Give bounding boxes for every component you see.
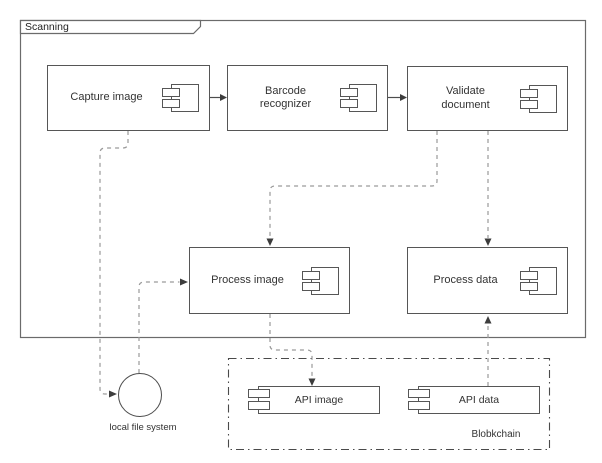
blobkchain-boundary-label: Blobkchain [471,429,521,440]
component-api-image-label: API image [294,394,344,406]
component-capture-image-label: Capture image [70,91,143,104]
component-tab [248,401,270,410]
scanning-frame-border [19,19,587,339]
arrowhead-processimage-to-apiimage [308,378,316,386]
component-tab [248,389,270,398]
component-icon [340,84,377,112]
component-process-data[interactable]: Process data [407,247,568,314]
component-barcode-recognizer[interactable]: Barcode recognizer [227,65,388,131]
component-validate-document-label: Validate document [441,85,490,111]
local-file-system-label: local file system [109,422,177,433]
arrowhead-barcode-to-validate [400,94,407,101]
blobkchain-boundary-border [227,357,551,451]
component-api-data[interactable]: API data [408,386,540,414]
arrowhead-capture-to-barcode [220,94,227,101]
arrowhead-filesystem-to-processimage [180,278,188,286]
component-tab [408,389,430,398]
scanning-frame-tab [19,19,202,35]
arrowhead-apidata-to-processdata [484,316,492,324]
connector-capture-to-filesystem [99,131,129,395]
component-icon [520,266,557,295]
component-process-image[interactable]: Process image [189,247,350,314]
component-api-data-label: API data [458,394,500,406]
component-icon [302,266,339,295]
connector-validate-to-processimage [269,131,438,238]
component-capture-image[interactable]: Capture image [47,65,210,131]
component-validate-document[interactable]: Validate document [407,66,568,131]
local-file-system-node[interactable] [118,373,162,417]
component-barcode-recognizer-label: Barcode recognizer [259,84,312,110]
component-process-image-label: Process image [211,273,284,286]
component-api-image[interactable]: API image [248,386,380,414]
component-icon [520,84,557,113]
component-process-data-label: Process data [433,273,498,286]
connector-filesystem-to-processimage [138,281,180,373]
frame-title: Scanning [25,21,69,33]
component-icon [162,84,199,112]
component-tab [408,401,430,410]
arrowhead-validate-to-processimage [266,238,274,246]
arrowhead-capture-to-filesystem [109,390,117,398]
connector-processimage-to-apiimage [269,314,313,378]
arrowhead-validate-to-processdata [484,238,492,246]
